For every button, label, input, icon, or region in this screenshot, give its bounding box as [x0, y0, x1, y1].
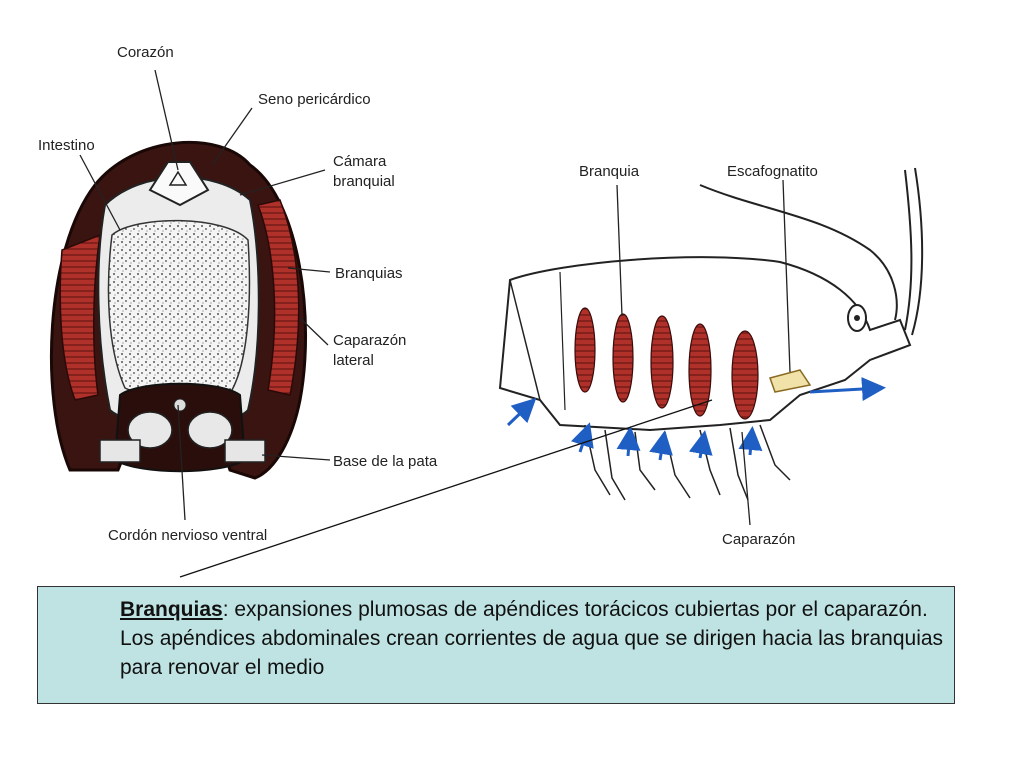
scaphognathite-shape: [769, 369, 812, 393]
label-corazon: Corazón: [117, 44, 174, 61]
caption-term: Branquias: [120, 598, 223, 621]
label-escafognatito: Escafognatito: [727, 163, 818, 180]
left-gill: [59, 233, 101, 401]
label-caparazon-lateral: Caparazón: [333, 332, 406, 349]
label-base-pata: Base de la pata: [333, 453, 438, 470]
right-gill: [256, 199, 300, 396]
caption-connector-line: [179, 399, 713, 578]
heart-shape: [148, 161, 210, 207]
caption-box: Branquias: expansiones plumosas de apénd…: [37, 586, 955, 704]
label-cordon-nervioso: Cordón nervioso ventral: [108, 527, 267, 544]
label-seno-pericardico: Seno pericárdico: [258, 91, 371, 108]
label-lateral: lateral: [333, 352, 374, 369]
antennae: [699, 167, 924, 336]
label-intestino: Intestino: [38, 137, 95, 154]
label-branquial: branquial: [333, 173, 395, 190]
water-current-arrows: [506, 377, 886, 461]
side-gills: [574, 307, 759, 420]
label-camara: Cámara: [333, 153, 387, 170]
label-branquia: Branquia: [579, 163, 640, 180]
label-caparazon: Caparazón: [722, 531, 795, 548]
caption-text: Branquias: expansiones plumosas de apénd…: [120, 595, 950, 682]
intestine-mass: [107, 219, 251, 399]
cross-section-diagram: Corazón Seno pericárdico Intestino Cámar…: [38, 44, 438, 544]
thoracic-legs: [584, 424, 791, 501]
label-branquias: Branquias: [335, 265, 403, 282]
side-view-diagram: Branquia Escafognatito Caparazón: [498, 163, 924, 548]
caption-body: : expansiones plumosas de apéndices torá…: [120, 598, 944, 679]
